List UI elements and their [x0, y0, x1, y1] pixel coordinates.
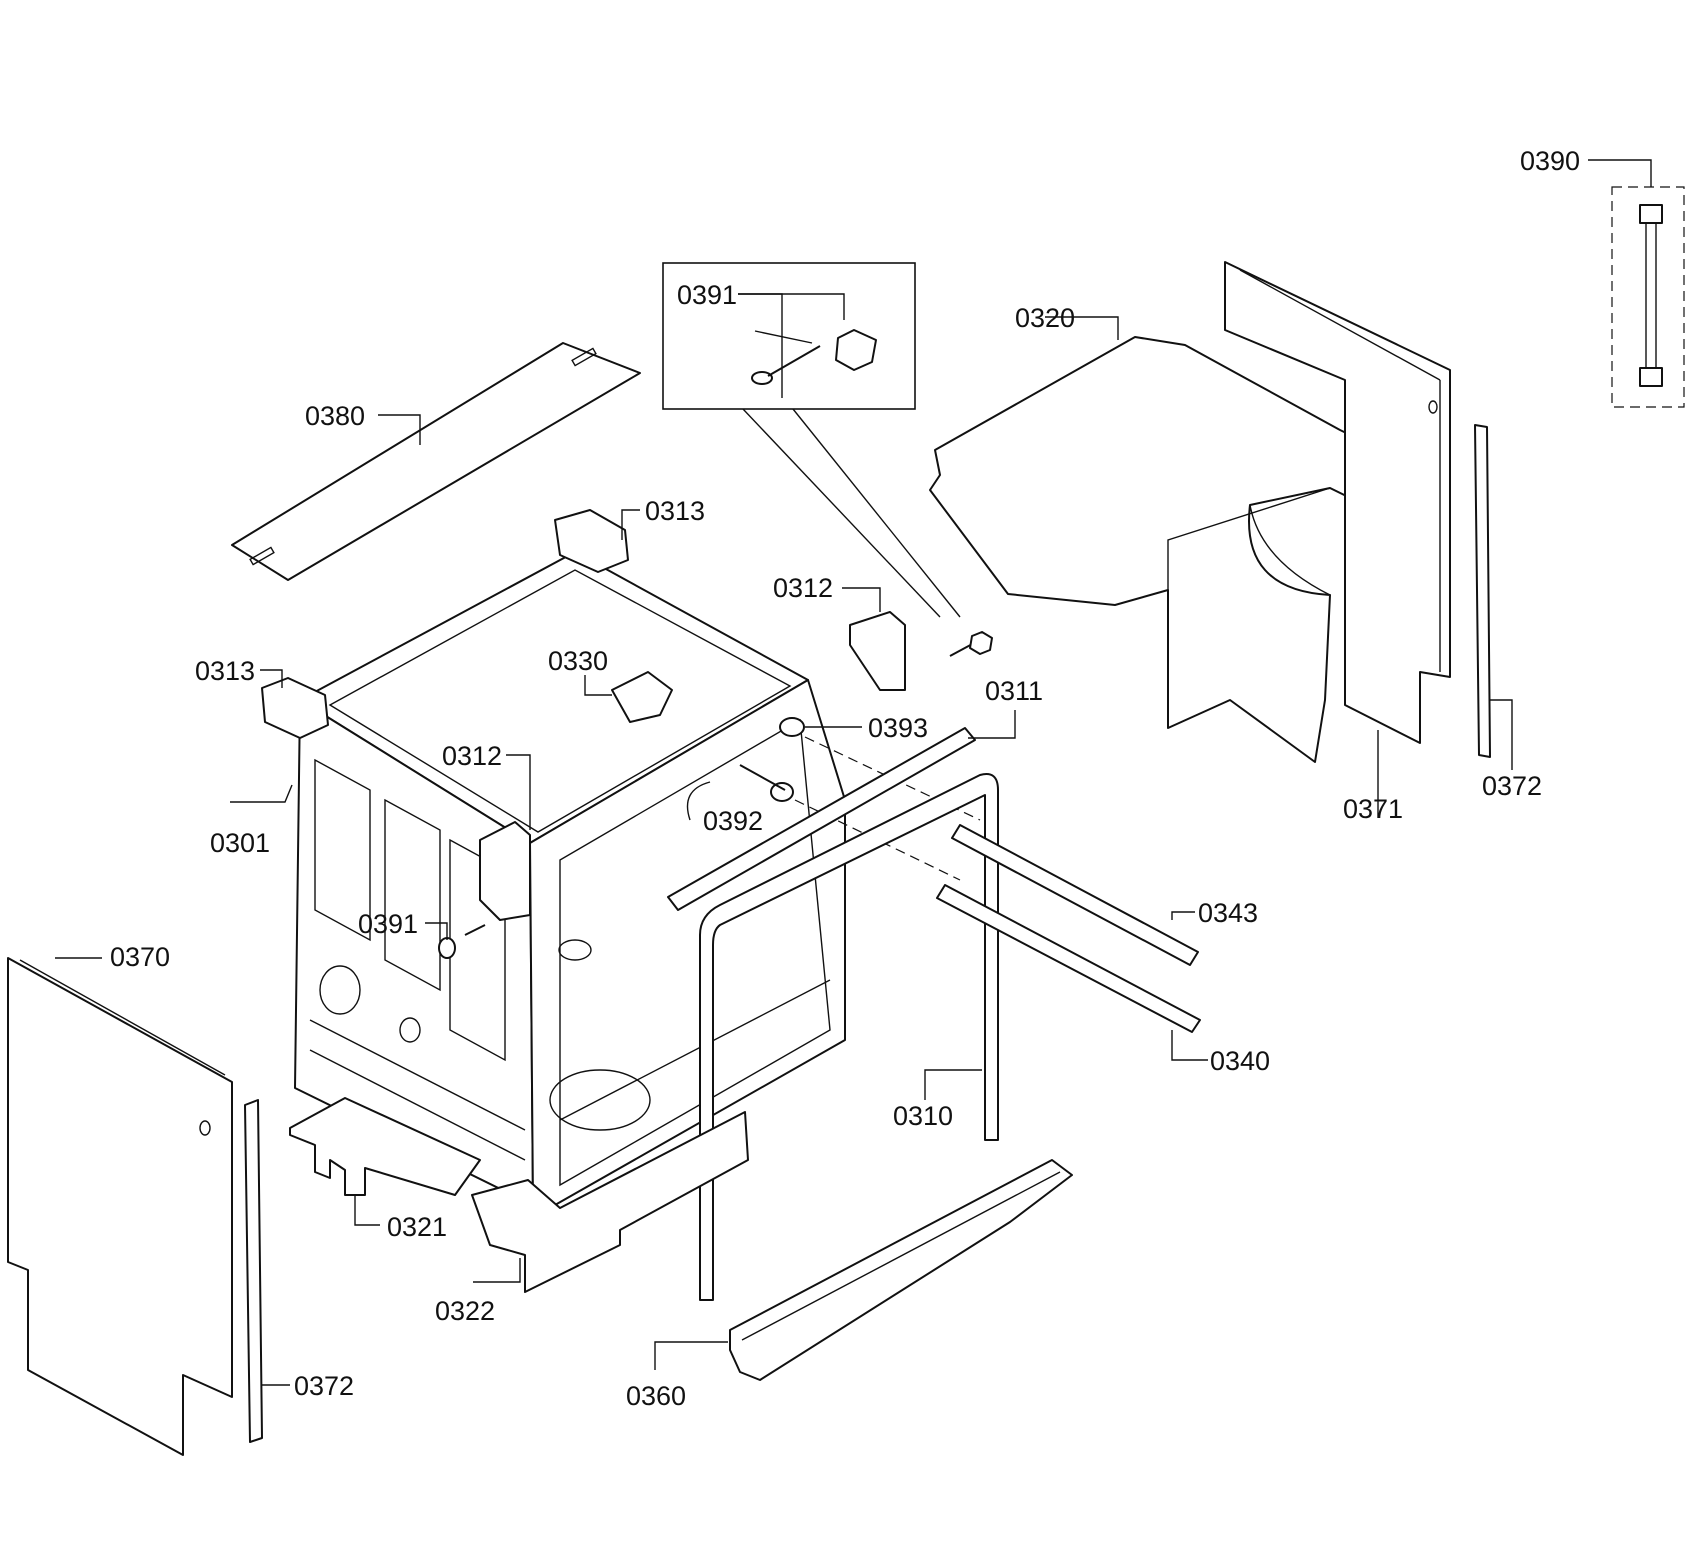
part-0391-screw-body[interactable] [425, 922, 486, 959]
callout-0322: 0322 [435, 1296, 495, 1326]
part-0371-side-panel[interactable] [1224, 261, 1451, 818]
callout-0313-left: 0313 [195, 656, 255, 686]
part-0330-latch[interactable] [584, 671, 673, 723]
part-0340-rail[interactable] [936, 884, 1208, 1061]
part-0343-rail[interactable] [951, 824, 1199, 966]
detail-box-0391[interactable] [662, 262, 961, 618]
callout-0330: 0330 [548, 646, 608, 676]
part-0312-bracket-right[interactable] [842, 587, 906, 691]
callout-0390: 0390 [1520, 146, 1580, 176]
callout-0380: 0380 [305, 401, 365, 431]
callout-0391-detail: 0391 [677, 280, 737, 310]
callout-0313-top: 0313 [645, 496, 705, 526]
callout-0370: 0370 [110, 942, 170, 972]
part-0313-corner-top[interactable] [554, 509, 640, 573]
callout-0321: 0321 [387, 1212, 447, 1242]
callout-0340: 0340 [1210, 1046, 1270, 1076]
part-0372-strip-left[interactable] [244, 1099, 290, 1443]
callout-0371: 0371 [1343, 794, 1403, 824]
part-0392-bolt[interactable] [739, 764, 961, 881]
callout-0372-right: 0372 [1482, 771, 1542, 801]
part-0391-screw-top[interactable] [949, 631, 993, 657]
callout-0320: 0320 [1015, 303, 1075, 333]
part-0301-tub-cabinet[interactable] [230, 551, 846, 1206]
part-0310-door-seal[interactable] [699, 773, 999, 1301]
part-0380-top-plate[interactable] [231, 342, 641, 581]
callout-0392: 0392 [703, 806, 763, 836]
part-0360-base-trough[interactable] [654, 1159, 1073, 1381]
callout-0311: 0311 [985, 676, 1043, 706]
callout-0312-right: 0312 [773, 573, 833, 603]
part-0311-rail[interactable] [667, 710, 1016, 911]
part-0313-corner-left[interactable] [260, 669, 329, 739]
callout-0391-body: 0391 [358, 909, 418, 939]
callout-0343: 0343 [1198, 898, 1258, 928]
callout-0310: 0310 [893, 1101, 953, 1131]
callout-0312-left: 0312 [442, 741, 502, 771]
callout-0360: 0360 [626, 1381, 686, 1411]
callout-0372-left: 0372 [294, 1371, 354, 1401]
callout-0301: 0301 [210, 828, 270, 858]
callout-0393: 0393 [868, 713, 928, 743]
part-0372-strip-right[interactable] [1474, 424, 1513, 770]
part-0370-side-panel[interactable] [7, 957, 233, 1456]
part-0321-insulation-block[interactable] [289, 1097, 481, 1226]
part-0390-dashed-frame [1611, 186, 1685, 408]
part-0322-front-insulation[interactable] [471, 1111, 749, 1293]
part-0312-bracket-left[interactable] [479, 754, 531, 921]
part-0390-hose[interactable] [1588, 159, 1685, 408]
